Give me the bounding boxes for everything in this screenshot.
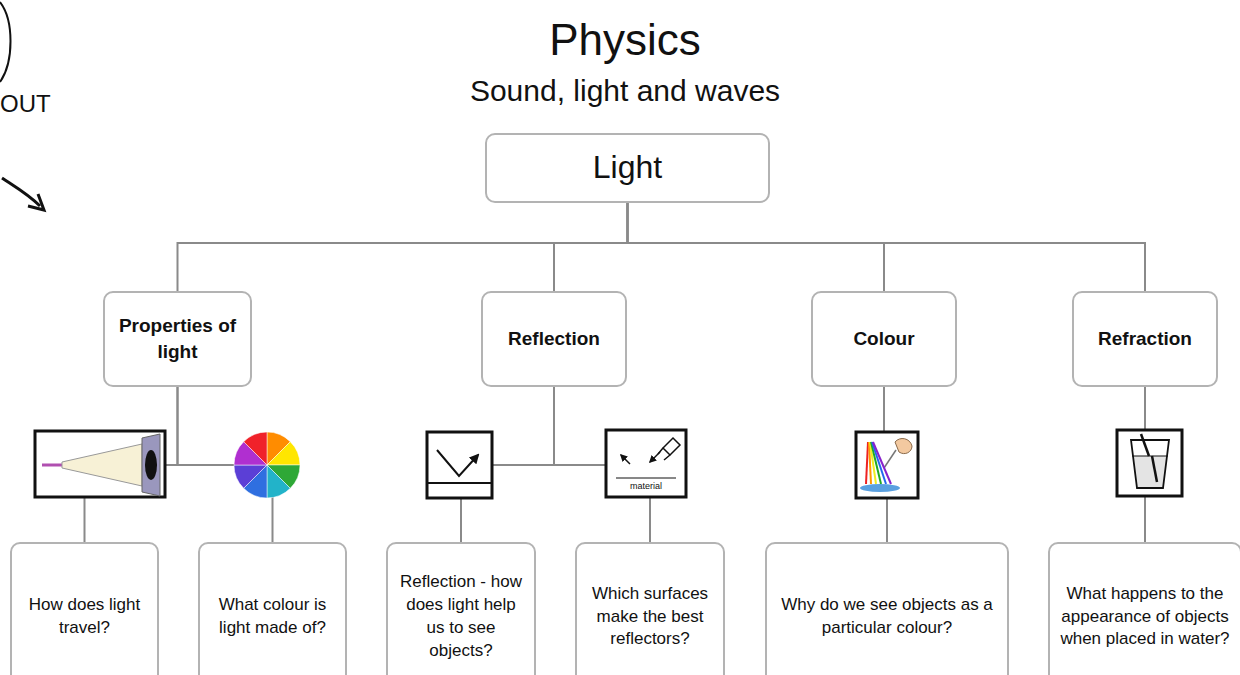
- light-beam-icon: [35, 431, 165, 497]
- reflectors-icon: [606, 430, 686, 497]
- tree-connector: [178, 203, 628, 291]
- circle-arc: [0, 2, 11, 82]
- node-text: Properties of light: [115, 313, 240, 364]
- pointer-arrow-head: [28, 194, 44, 210]
- root-box: Light: [485, 133, 770, 203]
- node-text: What colour is light made of?: [210, 594, 335, 640]
- pointer-arrow: [2, 178, 40, 206]
- node-text: Which surfaces make the best reflectors?: [587, 583, 713, 652]
- tree-connector: [178, 387, 273, 542]
- tree-connector: [628, 203, 1146, 291]
- node-text: Light: [593, 146, 662, 189]
- cut-off-heading: OUT: [0, 91, 51, 117]
- question-box: Which surfaces make the best reflectors?: [575, 542, 725, 675]
- question-box: How does light travel?: [10, 542, 159, 675]
- question-box: Why do we see objects as a particular co…: [765, 542, 1009, 675]
- question-box: Reflection - how does light help us to s…: [386, 542, 536, 675]
- node-text: Refraction: [1098, 326, 1192, 352]
- subtitle: Sound, light and waves: [470, 74, 780, 107]
- node-text: What happens to the appearance of object…: [1060, 583, 1230, 652]
- topic-box: Colour: [811, 291, 957, 387]
- page-title: Physics: [549, 16, 701, 64]
- node-text: Reflection: [508, 326, 600, 352]
- topic-box: Refraction: [1072, 291, 1218, 387]
- node-text: Why do we see objects as a particular co…: [777, 594, 997, 640]
- question-box: What happens to the appearance of object…: [1048, 542, 1240, 675]
- tree-connector: [628, 203, 885, 291]
- topic-box: Reflection: [481, 291, 627, 387]
- node-text: How does light travel?: [22, 594, 147, 640]
- reflection-icon: [427, 432, 492, 498]
- tree-connector: [554, 203, 628, 291]
- colour-wheel: [234, 432, 300, 498]
- node-text: Colour: [853, 326, 914, 352]
- refraction-glass-icon: [1117, 430, 1182, 496]
- colour-prism-icon: [856, 432, 918, 498]
- node-text: Reflection - how does light help us to s…: [398, 571, 524, 663]
- question-box: What colour is light made of?: [198, 542, 347, 675]
- topic-box: Properties of light: [103, 291, 252, 387]
